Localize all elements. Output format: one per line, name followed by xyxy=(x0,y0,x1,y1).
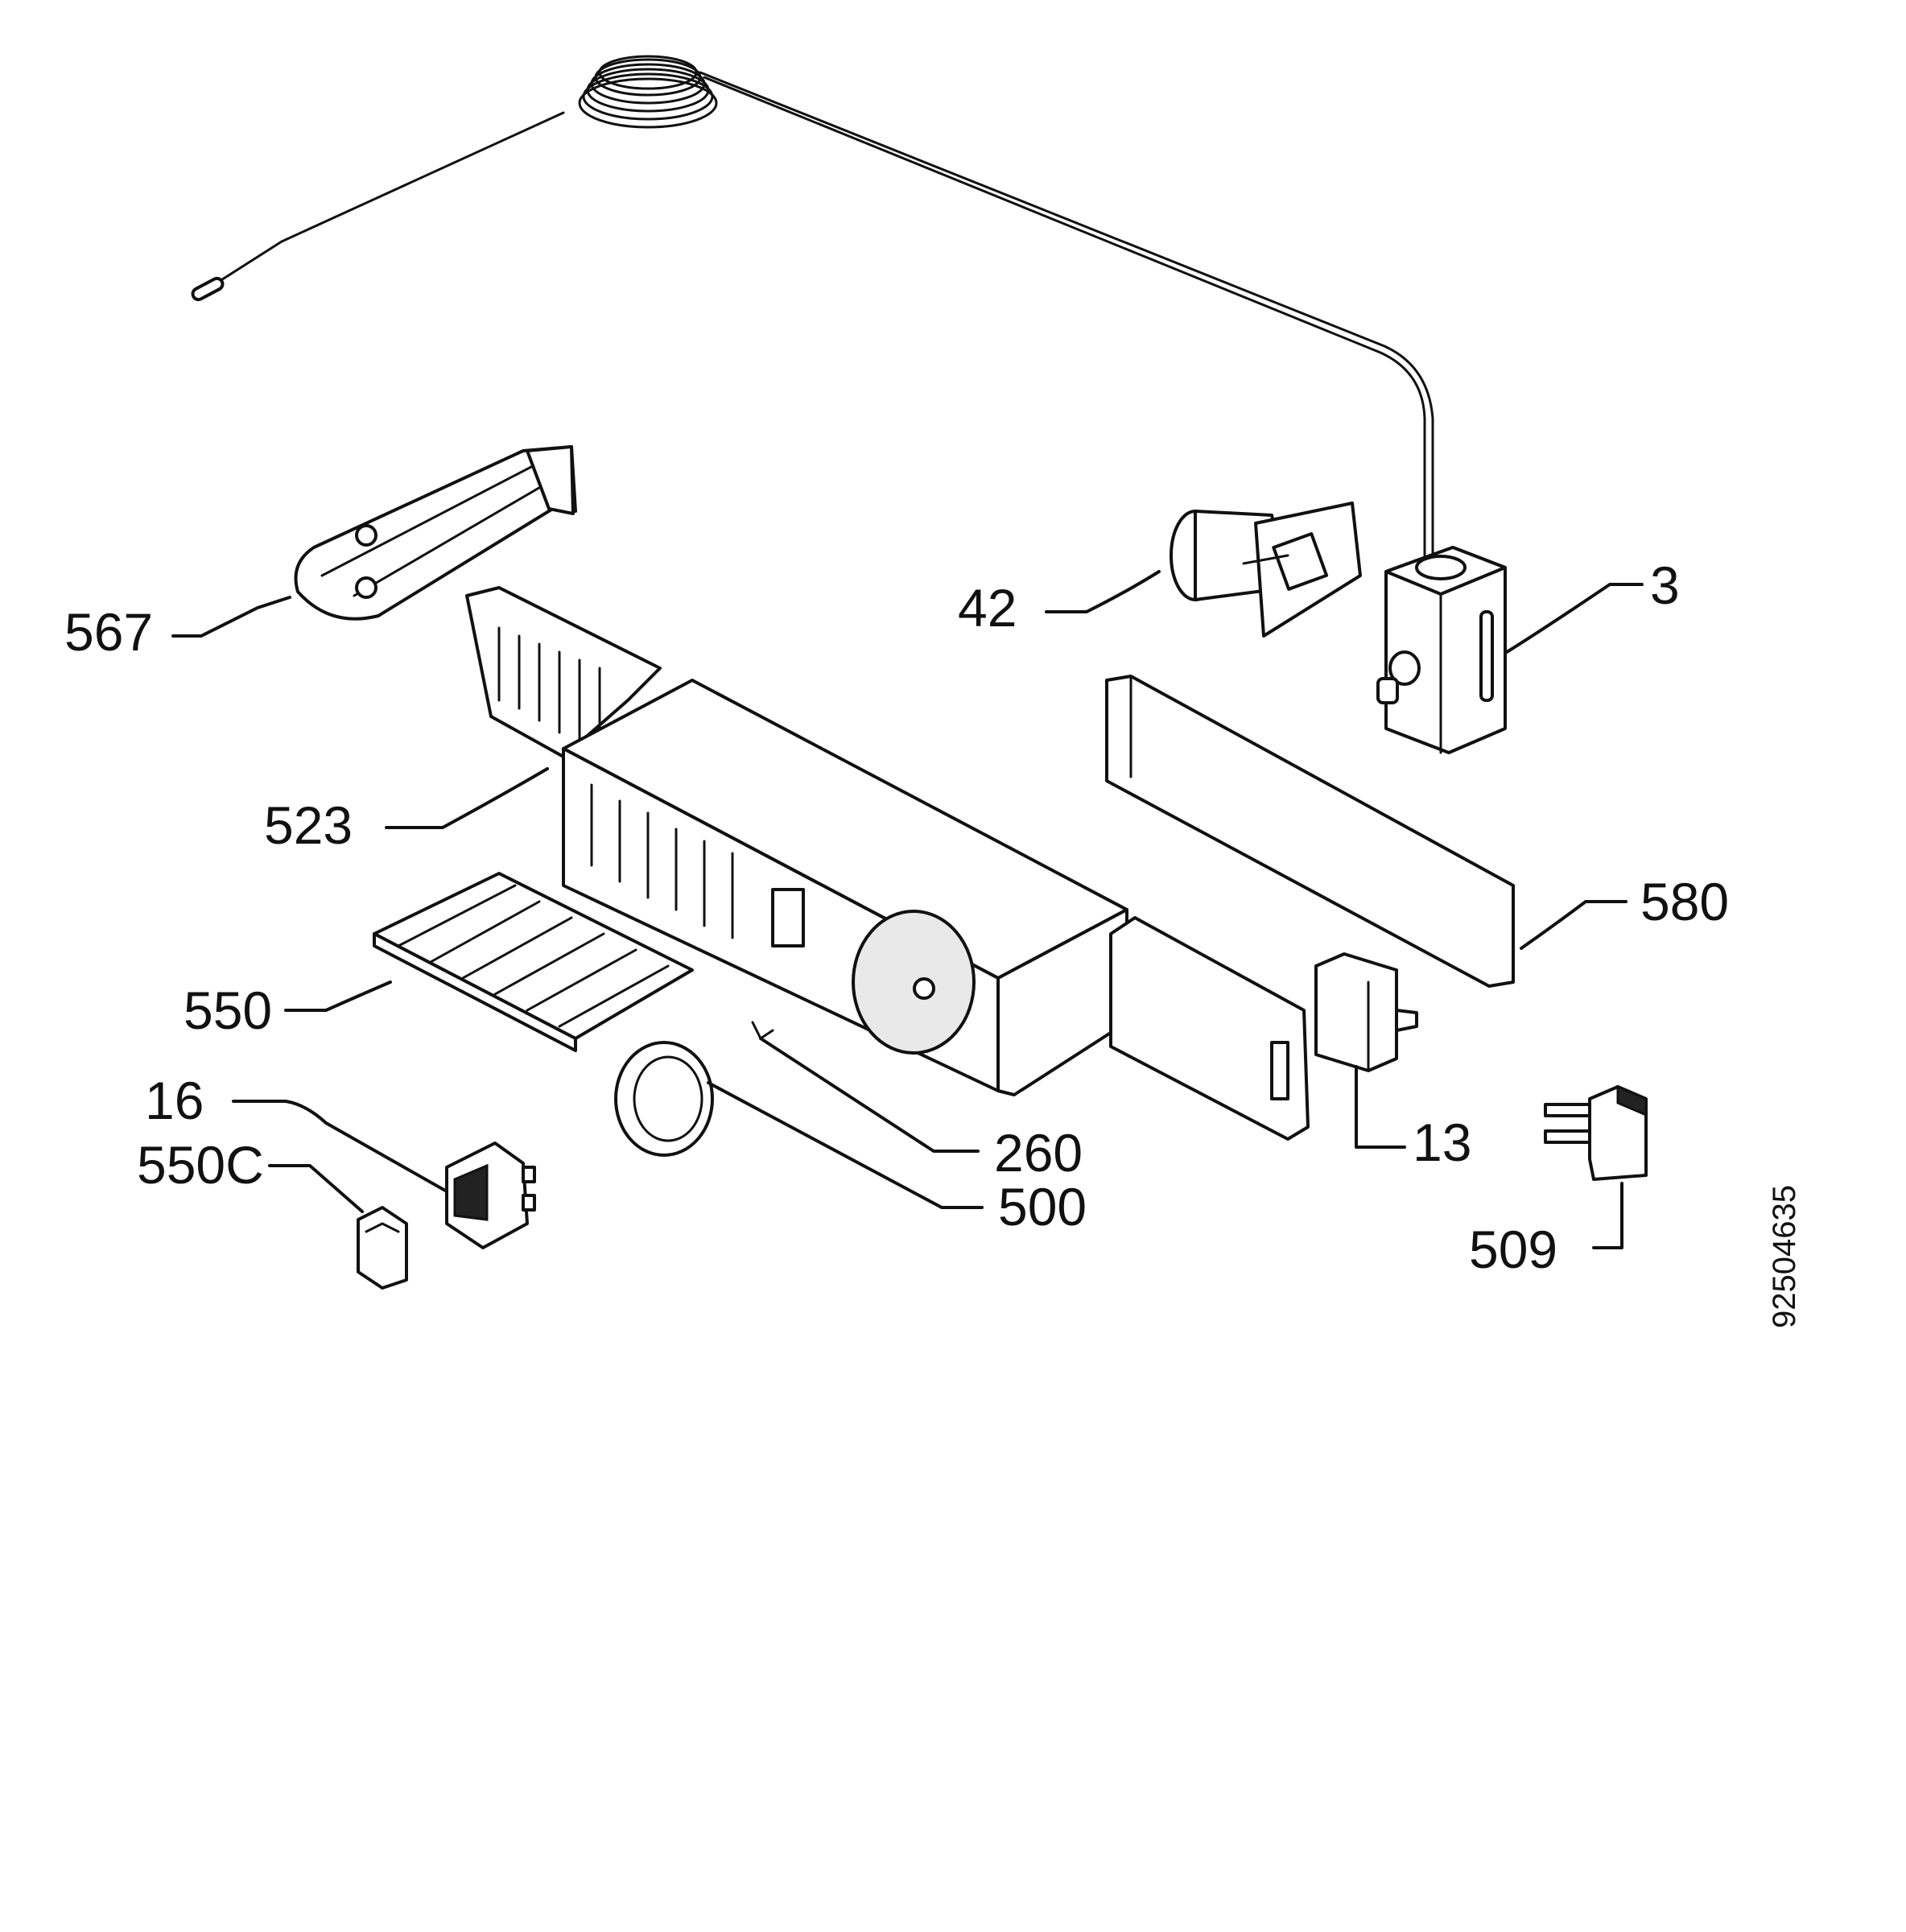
callout-16: 16 xyxy=(145,1071,204,1130)
door-box-part xyxy=(1109,916,1310,1141)
tray-part xyxy=(373,872,694,1052)
leader-260 xyxy=(759,1037,980,1153)
callout-550: 550 xyxy=(184,980,272,1040)
capillary-tube xyxy=(191,55,1434,557)
leader-567 xyxy=(171,596,291,638)
callout-260: 260 xyxy=(994,1123,1083,1183)
rocker-switch-part xyxy=(445,1141,536,1249)
hinge-part xyxy=(1544,1084,1648,1181)
leader-16 xyxy=(232,1100,448,1193)
callout-13: 13 xyxy=(1413,1113,1471,1172)
leader-550c xyxy=(268,1164,364,1213)
document-id: 92504635 xyxy=(1767,1185,1802,1328)
callout-500: 500 xyxy=(998,1177,1087,1236)
leader-3 xyxy=(1505,583,1644,654)
leader-42 xyxy=(1045,570,1161,613)
clip-part xyxy=(751,1021,774,1040)
leader-580 xyxy=(1520,900,1628,950)
callout-567: 567 xyxy=(64,602,153,662)
callout-42: 42 xyxy=(958,578,1017,638)
callout-3: 3 xyxy=(1650,555,1680,615)
leader-523 xyxy=(385,767,549,829)
panel-strip-part xyxy=(1105,675,1515,988)
rear-grille-part xyxy=(465,586,662,758)
callout-523: 523 xyxy=(264,795,353,855)
callout-550c: 550C xyxy=(137,1135,264,1195)
lamp-cover-part xyxy=(294,445,577,621)
callout-509: 509 xyxy=(1469,1220,1557,1279)
leader-550 xyxy=(284,980,392,1012)
leader-509 xyxy=(1592,1182,1623,1249)
lamp-holder-part xyxy=(1170,502,1362,638)
leader-500 xyxy=(707,1081,984,1209)
push-button-part xyxy=(1314,952,1418,1072)
callout-580: 580 xyxy=(1640,872,1729,931)
switch-cap-part xyxy=(357,1206,408,1290)
leader-lines xyxy=(171,570,1644,1249)
thermostat-part xyxy=(1376,546,1507,754)
knob-part xyxy=(614,1041,714,1157)
control-housing-part xyxy=(562,679,1128,1096)
leader-13 xyxy=(1355,1065,1406,1149)
